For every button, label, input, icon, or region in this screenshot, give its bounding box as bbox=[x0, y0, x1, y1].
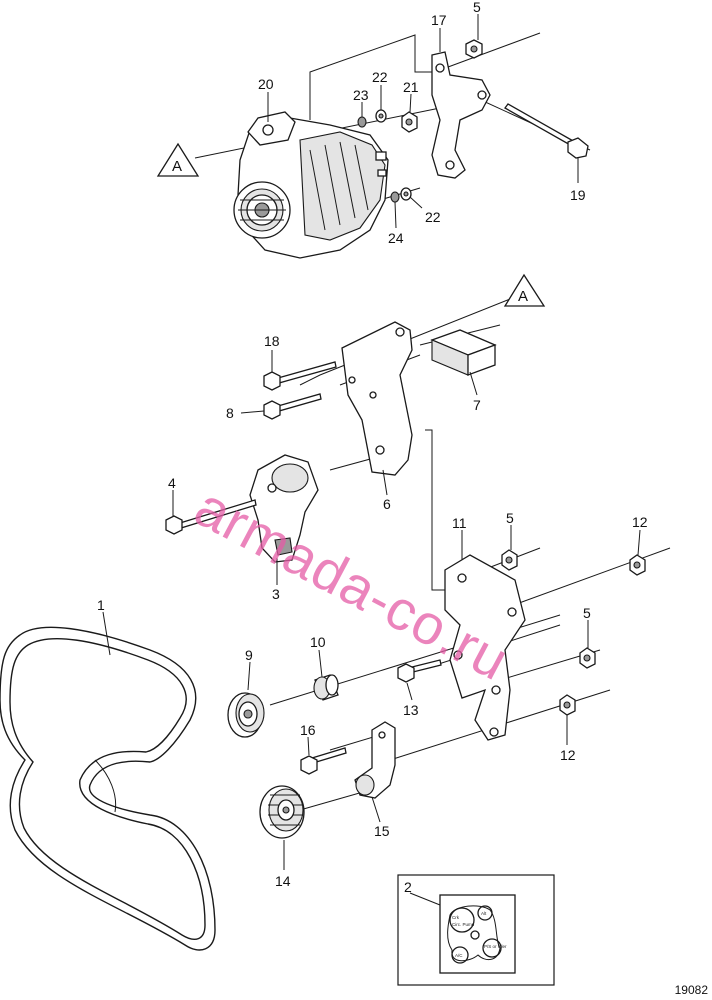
nut-12-lower bbox=[559, 694, 576, 716]
callout-6: 6 bbox=[383, 496, 391, 512]
bolt-18 bbox=[263, 361, 337, 391]
belt-routing-inset: Crk Alt Circ. Pump P/S or Idler A/C bbox=[397, 874, 555, 986]
nut-12-upper bbox=[629, 554, 646, 576]
callout-20: 20 bbox=[258, 76, 274, 92]
callout-7: 7 bbox=[473, 397, 481, 413]
mounting-bracket bbox=[341, 321, 413, 476]
callout-5-top: 5 bbox=[473, 0, 481, 15]
callout-9: 9 bbox=[245, 647, 253, 663]
callout-8: 8 bbox=[226, 405, 234, 421]
callout-5-lower: 5 bbox=[583, 605, 591, 621]
callout-12-lower: 12 bbox=[560, 747, 576, 763]
alternator-bracket bbox=[431, 51, 491, 179]
bolt-16 bbox=[300, 747, 347, 775]
callout-1: 1 bbox=[97, 597, 105, 613]
callout-22-upper: 22 bbox=[372, 69, 388, 85]
inset-label-crk: Crk bbox=[452, 915, 460, 920]
callout-18: 18 bbox=[264, 333, 280, 349]
idler-pulley-lower bbox=[259, 785, 305, 839]
inset-label-ps-idler: P/S or Idler bbox=[484, 944, 507, 949]
inset-label-alt: Alt bbox=[481, 911, 487, 916]
nut-5-middle bbox=[501, 549, 518, 571]
callout-10: 10 bbox=[310, 634, 326, 650]
alternator-assembly: A bbox=[156, 32, 591, 259]
drive-belt bbox=[0, 626, 216, 951]
callout-14: 14 bbox=[275, 873, 291, 889]
callout-24: 24 bbox=[388, 230, 404, 246]
callout-2: 2 bbox=[404, 879, 412, 895]
reference-label-a-lower: A bbox=[518, 288, 528, 305]
washer-23 bbox=[357, 116, 367, 128]
spacer-block bbox=[430, 329, 497, 376]
inset-label-ac: A/C bbox=[455, 953, 463, 958]
idler-bracket bbox=[444, 554, 526, 741]
spacer-sleeve bbox=[313, 674, 339, 701]
callout-3: 3 bbox=[272, 586, 280, 602]
bolt-long-alternator bbox=[504, 103, 589, 159]
callout-17: 17 bbox=[431, 12, 447, 28]
callout-21: 21 bbox=[403, 79, 419, 95]
callout-16: 16 bbox=[300, 722, 316, 738]
mounting-bracket-assembly: A bbox=[165, 273, 546, 591]
callout-22-lower: 22 bbox=[425, 209, 441, 225]
idler-bracket-assembly bbox=[227, 547, 671, 839]
nut-top bbox=[465, 39, 483, 59]
callout-15: 15 bbox=[374, 823, 390, 839]
reference-marker-a-upper bbox=[156, 142, 200, 177]
bolt-8 bbox=[263, 393, 322, 420]
callout-11: 11 bbox=[452, 515, 467, 531]
drawing-number: 19082 bbox=[674, 983, 708, 997]
callout-5-middle: 5 bbox=[506, 510, 514, 526]
nut-5-lower bbox=[579, 647, 596, 669]
nut-21 bbox=[401, 111, 418, 133]
leader-lines bbox=[102, 14, 641, 906]
bolt-13 bbox=[397, 659, 442, 683]
bolt-4 bbox=[165, 499, 257, 535]
callout-4: 4 bbox=[168, 475, 176, 491]
reference-marker-a-lower bbox=[503, 273, 546, 307]
callout-19: 19 bbox=[570, 187, 586, 203]
reference-label-a-upper: A bbox=[172, 158, 182, 175]
idler-pulley-upper bbox=[227, 692, 265, 738]
washer-24 bbox=[390, 191, 400, 203]
callout-12-upper: 12 bbox=[632, 514, 648, 530]
inset-label-circ-pump: Circ. Pump bbox=[452, 922, 475, 927]
callout-23: 23 bbox=[353, 87, 369, 103]
callout-13: 13 bbox=[403, 702, 419, 718]
callout-numbers: 1 2 3 4 5 5 5 6 7 8 9 10 11 12 12 13 14 … bbox=[97, 0, 648, 895]
